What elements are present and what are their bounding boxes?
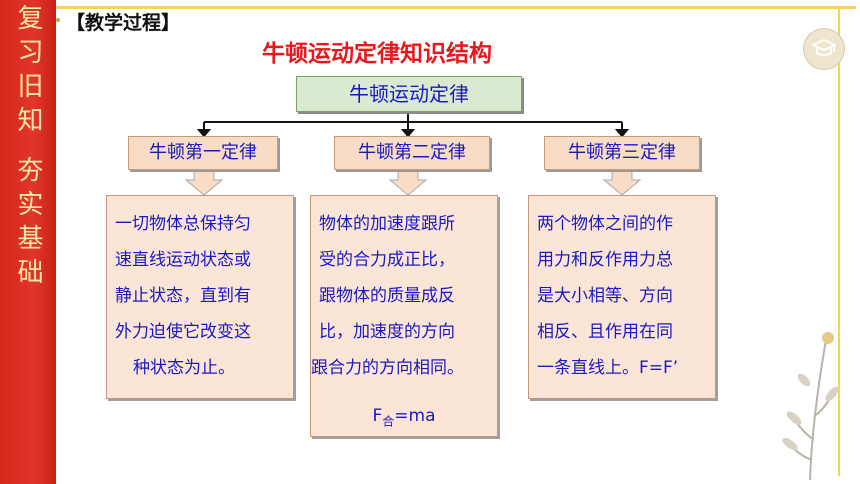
arrow-down-icon <box>184 169 224 196</box>
law-description-third: 两个物体之间的作 用力和反作用力总 是大小相等、方向 相反、且作用在同 一条直线… <box>528 195 716 399</box>
description-line: 受的合力成正比， <box>319 250 455 270</box>
description-line: 一切物体总保持匀 <box>115 214 251 234</box>
description-line: 一条直线上。F=F’ <box>537 358 679 378</box>
plant-decoration-icon <box>782 332 839 480</box>
description-line: 外力迫使它改变这 <box>115 322 251 342</box>
description-line: 速直线运动状态或 <box>115 250 251 270</box>
decorative-right-border <box>838 6 840 476</box>
sidebar-banner: 复习旧知 夯实基础 <box>0 0 56 484</box>
description-line: 是大小相等、方向 <box>537 286 673 306</box>
graduation-cap-icon <box>812 38 836 56</box>
description-line: 种状态为止。 <box>133 358 235 378</box>
decorative-top-border <box>56 6 856 9</box>
arrow-down-icon <box>602 169 642 196</box>
description-line: 比，加速度的方向 <box>319 322 455 342</box>
description-line: 用力和反作用力总 <box>537 250 673 270</box>
decorative-dot <box>56 18 60 22</box>
description-line: 静止状态，直到有 <box>115 286 251 306</box>
law-description-second: 物体的加速度跟所 受的合力成正比， 跟物体的质量成反 比，加速度的方向 跟合力的… <box>310 195 498 437</box>
arrow-down-icon <box>388 169 428 196</box>
formula-newton-second: F合=ma <box>372 406 436 429</box>
root-node: 牛顿运动定律 <box>296 76 522 112</box>
description-line: 物体的加速度跟所 <box>319 214 455 234</box>
diagram-title: 牛顿运动定律知识结构 <box>262 41 492 67</box>
description-line: 两个物体之间的作 <box>537 214 673 234</box>
law-description-first: 一切物体总保持匀 速直线运动状态或 静止状态，直到有 外力迫使它改变这 种状态为… <box>106 195 294 399</box>
law-node-first: 牛顿第一定律 <box>128 136 278 170</box>
law-node-third: 牛顿第三定律 <box>544 136 700 170</box>
graduation-cap-badge <box>803 28 845 70</box>
section-label: 【教学过程】 <box>66 12 181 34</box>
description-line: 跟物体的质量成反 <box>319 286 455 306</box>
description-line: 跟合力的方向相同。 <box>311 358 464 378</box>
sidebar-caption: 复习旧知 夯实基础 <box>13 4 43 293</box>
description-line: 相反、且作用在同 <box>537 322 673 342</box>
law-node-second: 牛顿第二定律 <box>334 136 490 170</box>
